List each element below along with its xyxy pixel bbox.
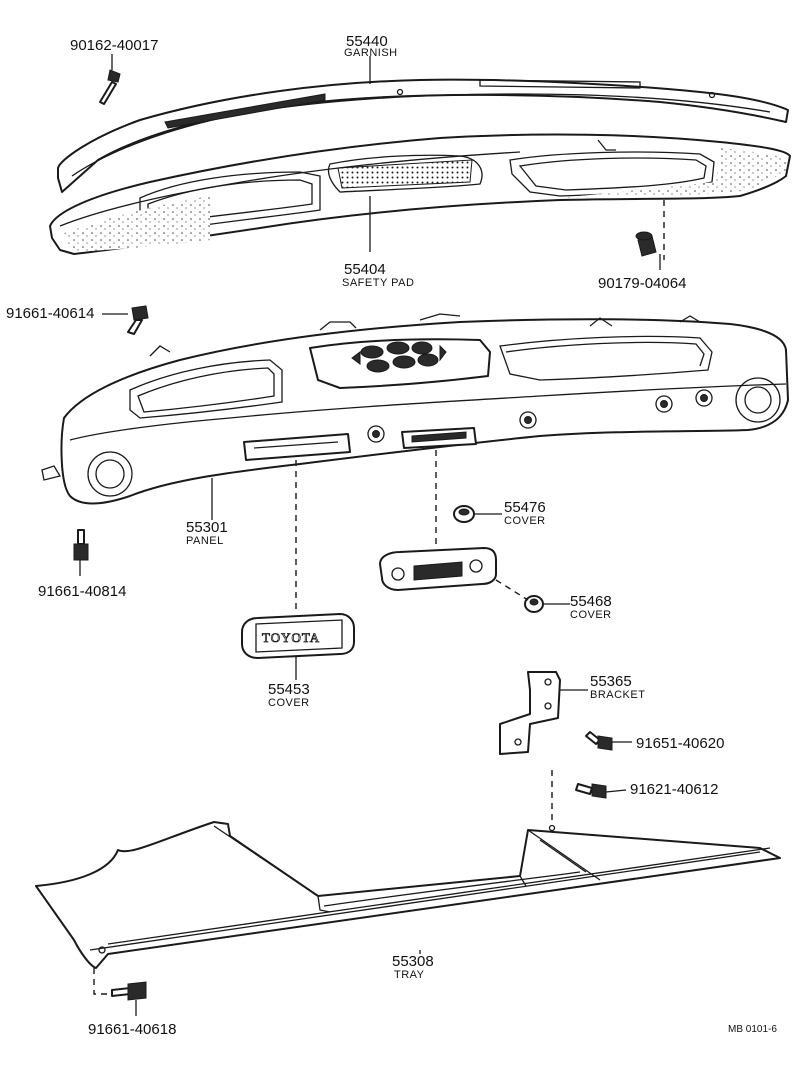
part-name: GARNISH [344, 47, 398, 59]
fastener-label: 91651-40620 [636, 735, 724, 752]
label-bracket: 55365 BRACKET [590, 673, 645, 701]
bolt-91621-40612-icon [575, 783, 607, 799]
bolt-91661-40614-icon [127, 305, 149, 335]
part-name: COVER [268, 697, 310, 709]
label-cover-55453: 55453 COVER [268, 681, 310, 709]
part-name: COVER [504, 515, 546, 527]
part-number: 55440 [346, 33, 388, 50]
label-panel: 55301 PANEL [186, 519, 228, 547]
part-name: COVER [570, 609, 612, 621]
cover-55453-part: TOYOTA [241, 613, 355, 659]
part-number: 55365 [590, 673, 632, 690]
clip-90179-04064-icon [635, 231, 657, 257]
bracket-part [499, 671, 561, 755]
garnish-part [57, 78, 789, 193]
part-number: 55468 [570, 593, 612, 610]
part-name: PANEL [186, 535, 224, 547]
fastener-label: 91621-40612 [630, 781, 718, 798]
label-garnish: 55440 GARNISH [344, 33, 398, 59]
part-name: TRAY [394, 969, 425, 981]
part-number: 55404 [344, 261, 386, 278]
fastener-label: 90179-04064 [598, 275, 686, 292]
leader-lines [79, 54, 661, 1016]
dashed-assembly-lines [93, 200, 665, 995]
part-number: 55453 [268, 681, 310, 698]
cover-55476-part [453, 505, 475, 523]
part-number: 55476 [504, 499, 546, 516]
screw-90162-40017-icon [99, 69, 121, 105]
label-cover-55476: 55476 COVER [504, 499, 546, 527]
cover-55468-part [524, 595, 544, 613]
label-safety-pad: 55404 SAFETY PAD [342, 261, 414, 289]
vent-cluster [351, 341, 447, 373]
center-plate-part [379, 547, 497, 591]
fastener-label: 91661-40614 [6, 305, 94, 322]
part-number: 55308 [392, 953, 434, 970]
fastener-label: 91661-40814 [38, 583, 126, 600]
pad-texture-left [62, 196, 210, 252]
drawing-code: MB 0101-6 [728, 1024, 777, 1035]
speaker-grille [337, 159, 473, 189]
tray-part [35, 821, 781, 969]
label-tray: 55308 TRAY [392, 953, 434, 981]
part-name: SAFETY PAD [342, 277, 414, 289]
label-cover-55468: 55468 COVER [570, 593, 612, 621]
toyota-emblem-text: TOYOTA [262, 630, 320, 645]
pad-texture-right [560, 148, 786, 198]
safety-pad-part [49, 133, 791, 255]
fastener-label: 91661-40618 [88, 1021, 176, 1038]
bolt-91661-40618-icon [111, 981, 147, 1001]
part-number: 55301 [186, 519, 228, 536]
fastener-label: 90162-40017 [70, 37, 158, 54]
bolt-91661-40814-icon [73, 529, 89, 561]
panel-part [41, 313, 789, 505]
bolt-91651-40620-icon [585, 731, 613, 751]
part-name: BRACKET [590, 689, 645, 701]
